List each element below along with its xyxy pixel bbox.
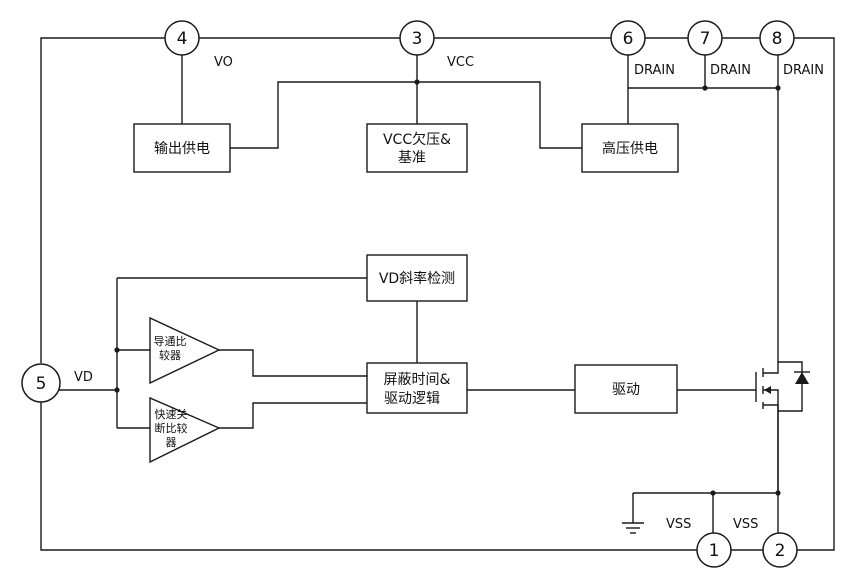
- turn-on-comparator-label-1: 导通比: [154, 335, 187, 348]
- driver-block: [574, 364, 678, 414]
- output-supply-label: 输出供电: [154, 141, 210, 157]
- body-diode-icon: [794, 371, 810, 384]
- net-label-vcc: VCC: [447, 55, 474, 70]
- net-label-vss-1: VSS: [666, 517, 691, 532]
- pin-8-number: 8: [772, 29, 783, 49]
- turn-on-comparator: [149, 316, 221, 385]
- supply-wires: [181, 55, 779, 362]
- vcc-uvlo-label-1: VCC欠压&: [383, 132, 451, 148]
- net-label-vss-2: VSS: [733, 517, 758, 532]
- net-label-vd: VD: [74, 370, 93, 385]
- net-label-drain-6: DRAIN: [634, 63, 675, 78]
- power-mosfet-icon: [755, 361, 803, 493]
- ground-icon: [622, 522, 644, 534]
- blanking-logic-block: [366, 362, 468, 414]
- net-label-drain-7: DRAIN: [710, 63, 751, 78]
- fast-off-comparator-label-2: 断比较: [155, 421, 188, 435]
- vcc-uvlo-block: [366, 123, 468, 173]
- junction-dot: [114, 347, 120, 353]
- junction-dot: [775, 85, 781, 91]
- pin-6-number: 6: [623, 29, 634, 49]
- blanking-logic-label-2: 驱动逻辑: [384, 391, 440, 407]
- turn-on-comparator-label-2: 较器: [159, 348, 181, 362]
- vd-sense-wires: [58, 277, 756, 429]
- pin-4-number: 4: [177, 29, 188, 49]
- vd-slope-detect-label: VD斜率检测: [379, 270, 455, 287]
- vss-wires: [632, 405, 779, 533]
- junction-dot: [414, 79, 420, 85]
- hv-supply-label: 高压供电: [602, 140, 658, 157]
- vd-slope-detect-block: [366, 254, 468, 302]
- vcc-uvlo-label-2: 基准: [398, 149, 426, 166]
- pin-1: [696, 532, 732, 568]
- pin-2: [762, 532, 798, 568]
- junction-dot: [702, 85, 708, 91]
- net-label-drain-8: DRAIN: [783, 63, 824, 78]
- pin-6: [610, 20, 646, 56]
- fast-off-comparator: [149, 396, 221, 464]
- output-supply-block: [133, 123, 231, 173]
- junction-dot: [114, 387, 120, 393]
- blanking-logic-label-1: 屏蔽时间&: [384, 372, 451, 388]
- fast-off-comparator-label-3: 器: [166, 436, 177, 449]
- driver-label: 驱动: [612, 382, 640, 398]
- pin-4: [164, 20, 200, 56]
- pin-5-number: 5: [36, 374, 47, 394]
- pin-5: [21, 363, 61, 403]
- pin-3-number: 3: [412, 29, 423, 49]
- fast-off-comparator-label-1: 快速关: [155, 407, 188, 421]
- pin-7-number: 7: [700, 29, 711, 49]
- pin-8: [759, 20, 795, 56]
- junction-dot: [710, 490, 716, 496]
- pin-7: [687, 20, 723, 56]
- pin-1-number: 1: [709, 541, 720, 561]
- junction-dot: [775, 490, 781, 496]
- net-label-vo: VO: [214, 55, 233, 70]
- outer-frame-wires: [40, 37, 835, 551]
- pin-3: [399, 20, 435, 56]
- pin-2-number: 2: [775, 541, 786, 561]
- hv-supply-block: [581, 123, 679, 173]
